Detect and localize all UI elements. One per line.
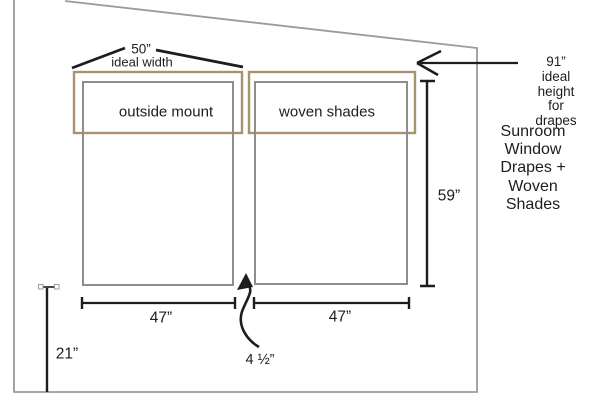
shade-height-dimension-line — [420, 79, 435, 288]
ideal-height-arrow-icon — [416, 49, 518, 77]
ideal-width-left-line — [71, 46, 126, 70]
title-line-4: Woven — [508, 177, 558, 195]
title-line-3: Drapes + — [500, 159, 566, 177]
sill-height-value: 21” — [55, 345, 79, 363]
left-window-label: outside mount — [118, 103, 214, 121]
right-width-value: 47” — [328, 308, 352, 326]
ideal-height-line-3: drapes — [535, 113, 577, 129]
right-mount-frame — [247, 70, 417, 135]
shade-height-value: 59” — [437, 187, 461, 205]
right-window-label: woven shades — [279, 103, 375, 121]
title-line-2: Window — [504, 141, 562, 159]
ideal-width-right-line — [155, 48, 244, 69]
left-mount-frame — [72, 70, 244, 135]
wall-outline — [13, 0, 478, 393]
right-window-frame — [254, 81, 408, 285]
left-width-value: 47” — [149, 309, 173, 327]
ideal-width-value: 50” — [131, 41, 151, 57]
right-width-dimension-line — [252, 297, 411, 309]
ideal-height-line-1: 91” ideal — [541, 54, 571, 84]
ideal-height-note: 91” ideal height for drapes — [534, 54, 579, 129]
ideal-width-caption: ideal width — [111, 54, 173, 70]
gap-arrow-icon — [237, 273, 260, 349]
gap-width-value: 4 ½” — [245, 351, 275, 368]
left-width-dimension-line — [80, 297, 237, 309]
diagram-title: Sunroom Window Drapes + Woven Shades — [500, 123, 565, 214]
sill-height-dimension-line — [38, 284, 60, 392]
ideal-height-line-2: height for — [537, 83, 575, 114]
title-line-1: Sunroom — [500, 123, 566, 140]
title-line-5: Shades — [505, 195, 561, 213]
left-window-frame — [82, 81, 234, 286]
